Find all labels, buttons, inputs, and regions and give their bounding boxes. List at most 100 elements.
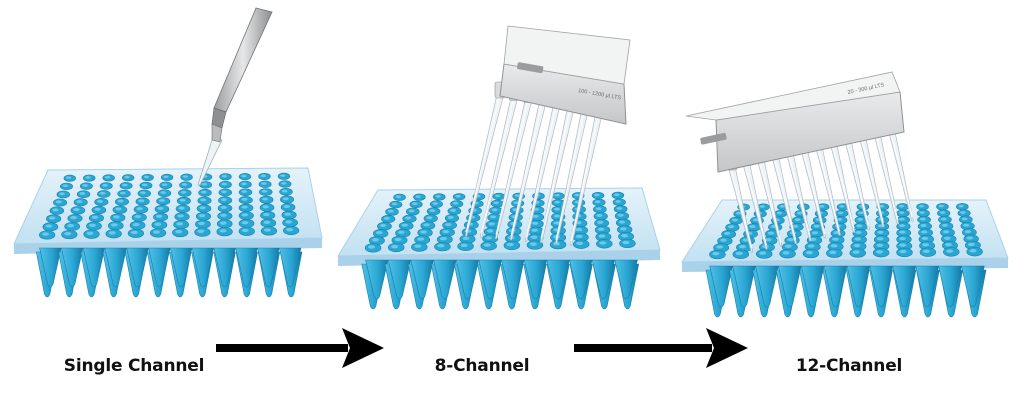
well-tube bbox=[961, 265, 985, 308]
well-highlight bbox=[857, 217, 864, 221]
single-channel-pipette bbox=[197, 7, 273, 186]
well-tube bbox=[869, 265, 894, 308]
well-highlight bbox=[615, 200, 621, 203]
tip-shine bbox=[887, 122, 913, 218]
well-highlight bbox=[554, 200, 560, 204]
tip-shine bbox=[744, 165, 767, 246]
well-highlight bbox=[42, 232, 50, 236]
well-highlight bbox=[724, 231, 731, 235]
well-highlight bbox=[488, 222, 495, 226]
well-highlight bbox=[45, 224, 53, 228]
well-highlight bbox=[110, 223, 118, 227]
well-highlight bbox=[877, 230, 884, 234]
well-highlight bbox=[554, 193, 560, 197]
well-highlight bbox=[830, 244, 838, 248]
well-highlight bbox=[553, 221, 560, 225]
well-highlight bbox=[735, 251, 743, 256]
well-highlight bbox=[614, 193, 620, 197]
well-tube bbox=[938, 265, 962, 308]
well-highlight bbox=[220, 213, 227, 217]
well-highlight bbox=[918, 204, 925, 208]
well-highlight bbox=[532, 214, 539, 218]
well-tube bbox=[915, 265, 939, 308]
brand-logo bbox=[700, 132, 727, 145]
well-tube bbox=[892, 265, 917, 308]
well-highlight bbox=[241, 174, 247, 178]
well-highlight bbox=[958, 204, 964, 208]
well-highlight bbox=[160, 191, 167, 194]
well-highlight bbox=[221, 174, 227, 178]
well-highlight bbox=[554, 207, 560, 211]
arrow-8-to-12-channel bbox=[574, 328, 748, 368]
arrow-shaft bbox=[574, 344, 712, 352]
well-highlight bbox=[263, 220, 271, 224]
well-highlight bbox=[919, 217, 926, 221]
well-highlight bbox=[619, 227, 627, 231]
well-highlight bbox=[91, 215, 99, 219]
well-highlight bbox=[920, 224, 927, 227]
well-highlight bbox=[494, 194, 501, 198]
well-tube bbox=[410, 259, 434, 300]
well-highlight bbox=[398, 230, 405, 234]
well-highlight bbox=[963, 223, 970, 227]
well-tube bbox=[614, 259, 638, 300]
well-highlight bbox=[437, 244, 445, 248]
well-highlight bbox=[158, 198, 165, 202]
well-highlight bbox=[964, 230, 972, 234]
well-highlight bbox=[136, 207, 143, 211]
arrow-head bbox=[342, 328, 384, 368]
well-highlight bbox=[779, 205, 785, 208]
well-tube bbox=[235, 247, 258, 288]
well-highlight bbox=[163, 175, 169, 179]
8-channel-pipette: 100 - 1200 µl LTS bbox=[464, 25, 631, 246]
well-highlight bbox=[455, 194, 461, 198]
well-highlight bbox=[65, 176, 72, 179]
well-highlight bbox=[179, 198, 186, 202]
well-highlight bbox=[739, 245, 746, 249]
well-tube bbox=[455, 259, 480, 300]
well-highlight bbox=[394, 237, 402, 242]
well-tube bbox=[257, 247, 280, 288]
well-highlight bbox=[832, 237, 839, 241]
well-tube bbox=[546, 259, 570, 300]
well-highlight bbox=[284, 212, 291, 216]
well-highlight bbox=[262, 197, 269, 201]
arrows-layer bbox=[216, 328, 748, 368]
well-highlight bbox=[576, 241, 584, 246]
tip-shine bbox=[787, 152, 811, 237]
stage-label-single-channel: Single Channel bbox=[63, 356, 205, 376]
well-highlight bbox=[899, 243, 907, 247]
well-highlight bbox=[752, 218, 759, 222]
well-highlight bbox=[182, 175, 189, 178]
well-tube bbox=[755, 265, 779, 308]
well-highlight bbox=[856, 224, 863, 228]
well-highlight bbox=[574, 193, 580, 197]
well-highlight bbox=[48, 216, 56, 220]
well-highlight bbox=[836, 218, 843, 221]
well-highlight bbox=[759, 205, 765, 208]
well-highlight bbox=[839, 204, 845, 208]
well-tube bbox=[523, 259, 548, 300]
well-highlight bbox=[898, 217, 905, 221]
well-highlight bbox=[493, 201, 499, 205]
well-highlight bbox=[506, 242, 514, 247]
well-highlight bbox=[530, 235, 538, 239]
tip-shine bbox=[510, 104, 542, 236]
well-highlight bbox=[618, 220, 626, 224]
well-highlight bbox=[221, 190, 227, 194]
well-highlight bbox=[597, 220, 604, 224]
well-highlight bbox=[420, 230, 427, 234]
well-highlight bbox=[161, 183, 168, 186]
well-highlight bbox=[263, 228, 271, 232]
well-highlight bbox=[621, 234, 628, 238]
well-highlight bbox=[260, 174, 266, 178]
well-highlight bbox=[241, 205, 248, 209]
well-highlight bbox=[241, 221, 249, 225]
stage-label-8-channel: 8-Channel bbox=[434, 356, 530, 376]
well-highlight bbox=[969, 249, 977, 253]
well-highlight bbox=[59, 192, 65, 196]
well-highlight bbox=[104, 175, 111, 179]
well-highlight bbox=[922, 243, 930, 247]
well-highlight bbox=[596, 213, 603, 217]
